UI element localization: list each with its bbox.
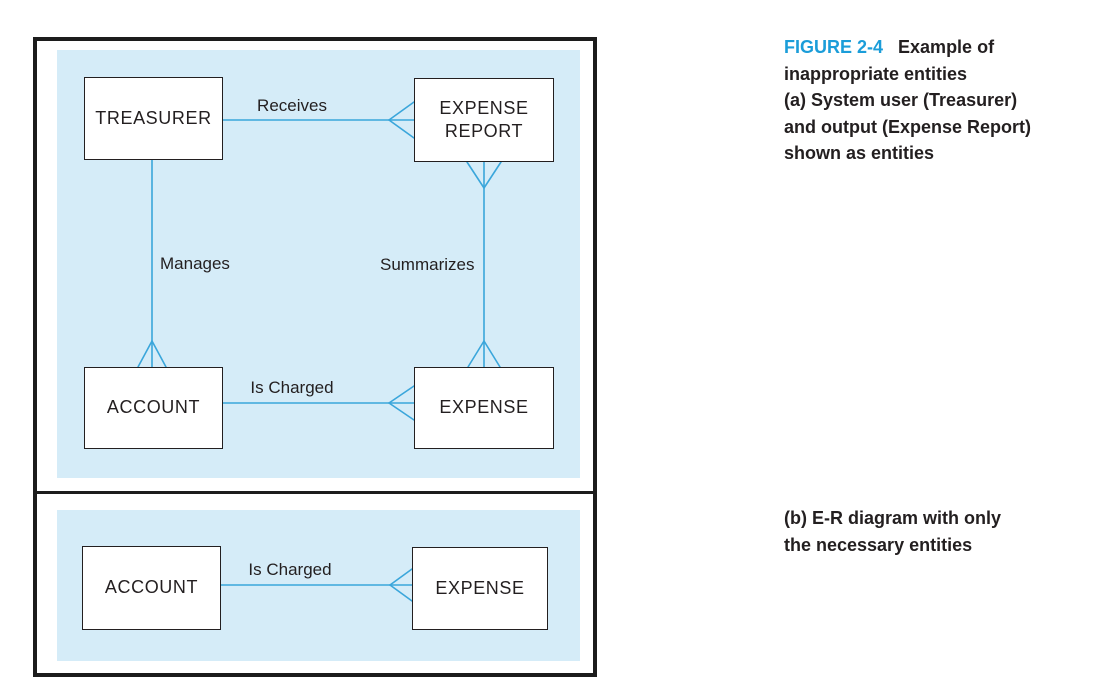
crow-foot-icon (466, 161, 502, 189)
caption-line: the necessary entities (784, 534, 973, 555)
crow-foot-icon (389, 568, 413, 602)
entity-expense-report: EXPENSE REPORT (414, 78, 554, 162)
caption-line: shown as entities (784, 143, 935, 163)
entity-expense-b: EXPENSE (412, 547, 548, 630)
entity-label: EXPENSE REPORT (439, 97, 529, 141)
figure-caption-a: FIGURE 2-4 Example of inappropriate entit… (784, 34, 1086, 167)
entity-label: EXPENSE (439, 397, 529, 418)
entity-account-b: ACCOUNT (82, 546, 221, 630)
crow-foot-icon (137, 340, 167, 368)
figure-title-part: Example of (898, 37, 995, 57)
relationship-label-receives: Receives (257, 96, 327, 115)
caption-line: FIGURE 2-4 Example of (784, 34, 1086, 61)
entity-treasurer: TREASURER (84, 77, 223, 160)
caption-line: (a) System user (Treasurer) (784, 90, 1018, 110)
entity-label: ACCOUNT (106, 397, 201, 418)
figure-caption-b: (b) E-R diagram with only the necessary … (784, 505, 1086, 558)
is-charged-relationship-line (222, 385, 415, 421)
entity-label: EXPENSE (435, 577, 525, 598)
manages-relationship-line (137, 159, 167, 368)
receives-relationship-line (222, 101, 415, 139)
summarizes-relationship-line (466, 161, 502, 368)
is-charged-b-relationship-line (220, 568, 413, 602)
entity-expense-a: EXPENSE (414, 367, 554, 449)
caption-line: (b) E-R diagram with only (784, 508, 1002, 528)
crow-foot-icon (467, 340, 501, 368)
figure-number-label: FIGURE 2-4 (784, 37, 884, 57)
relationship-label-is-charged-a: Is Charged (250, 378, 334, 397)
relationship-label-summarizes: Summarizes (380, 255, 475, 274)
caption-line: and output (Expense Report) (784, 116, 1031, 137)
entity-label: TREASURER (95, 107, 212, 128)
panel-divider (33, 491, 597, 494)
crow-foot-icon (388, 385, 415, 421)
relationship-label-is-charged-b: Is Charged (248, 560, 332, 579)
crow-foot-icon (388, 101, 415, 139)
caption-line: inappropriate entities (784, 63, 968, 84)
relationship-label-manages: Manages (160, 254, 230, 273)
entity-label: ACCOUNT (104, 577, 199, 598)
entity-account-a: ACCOUNT (84, 367, 223, 449)
